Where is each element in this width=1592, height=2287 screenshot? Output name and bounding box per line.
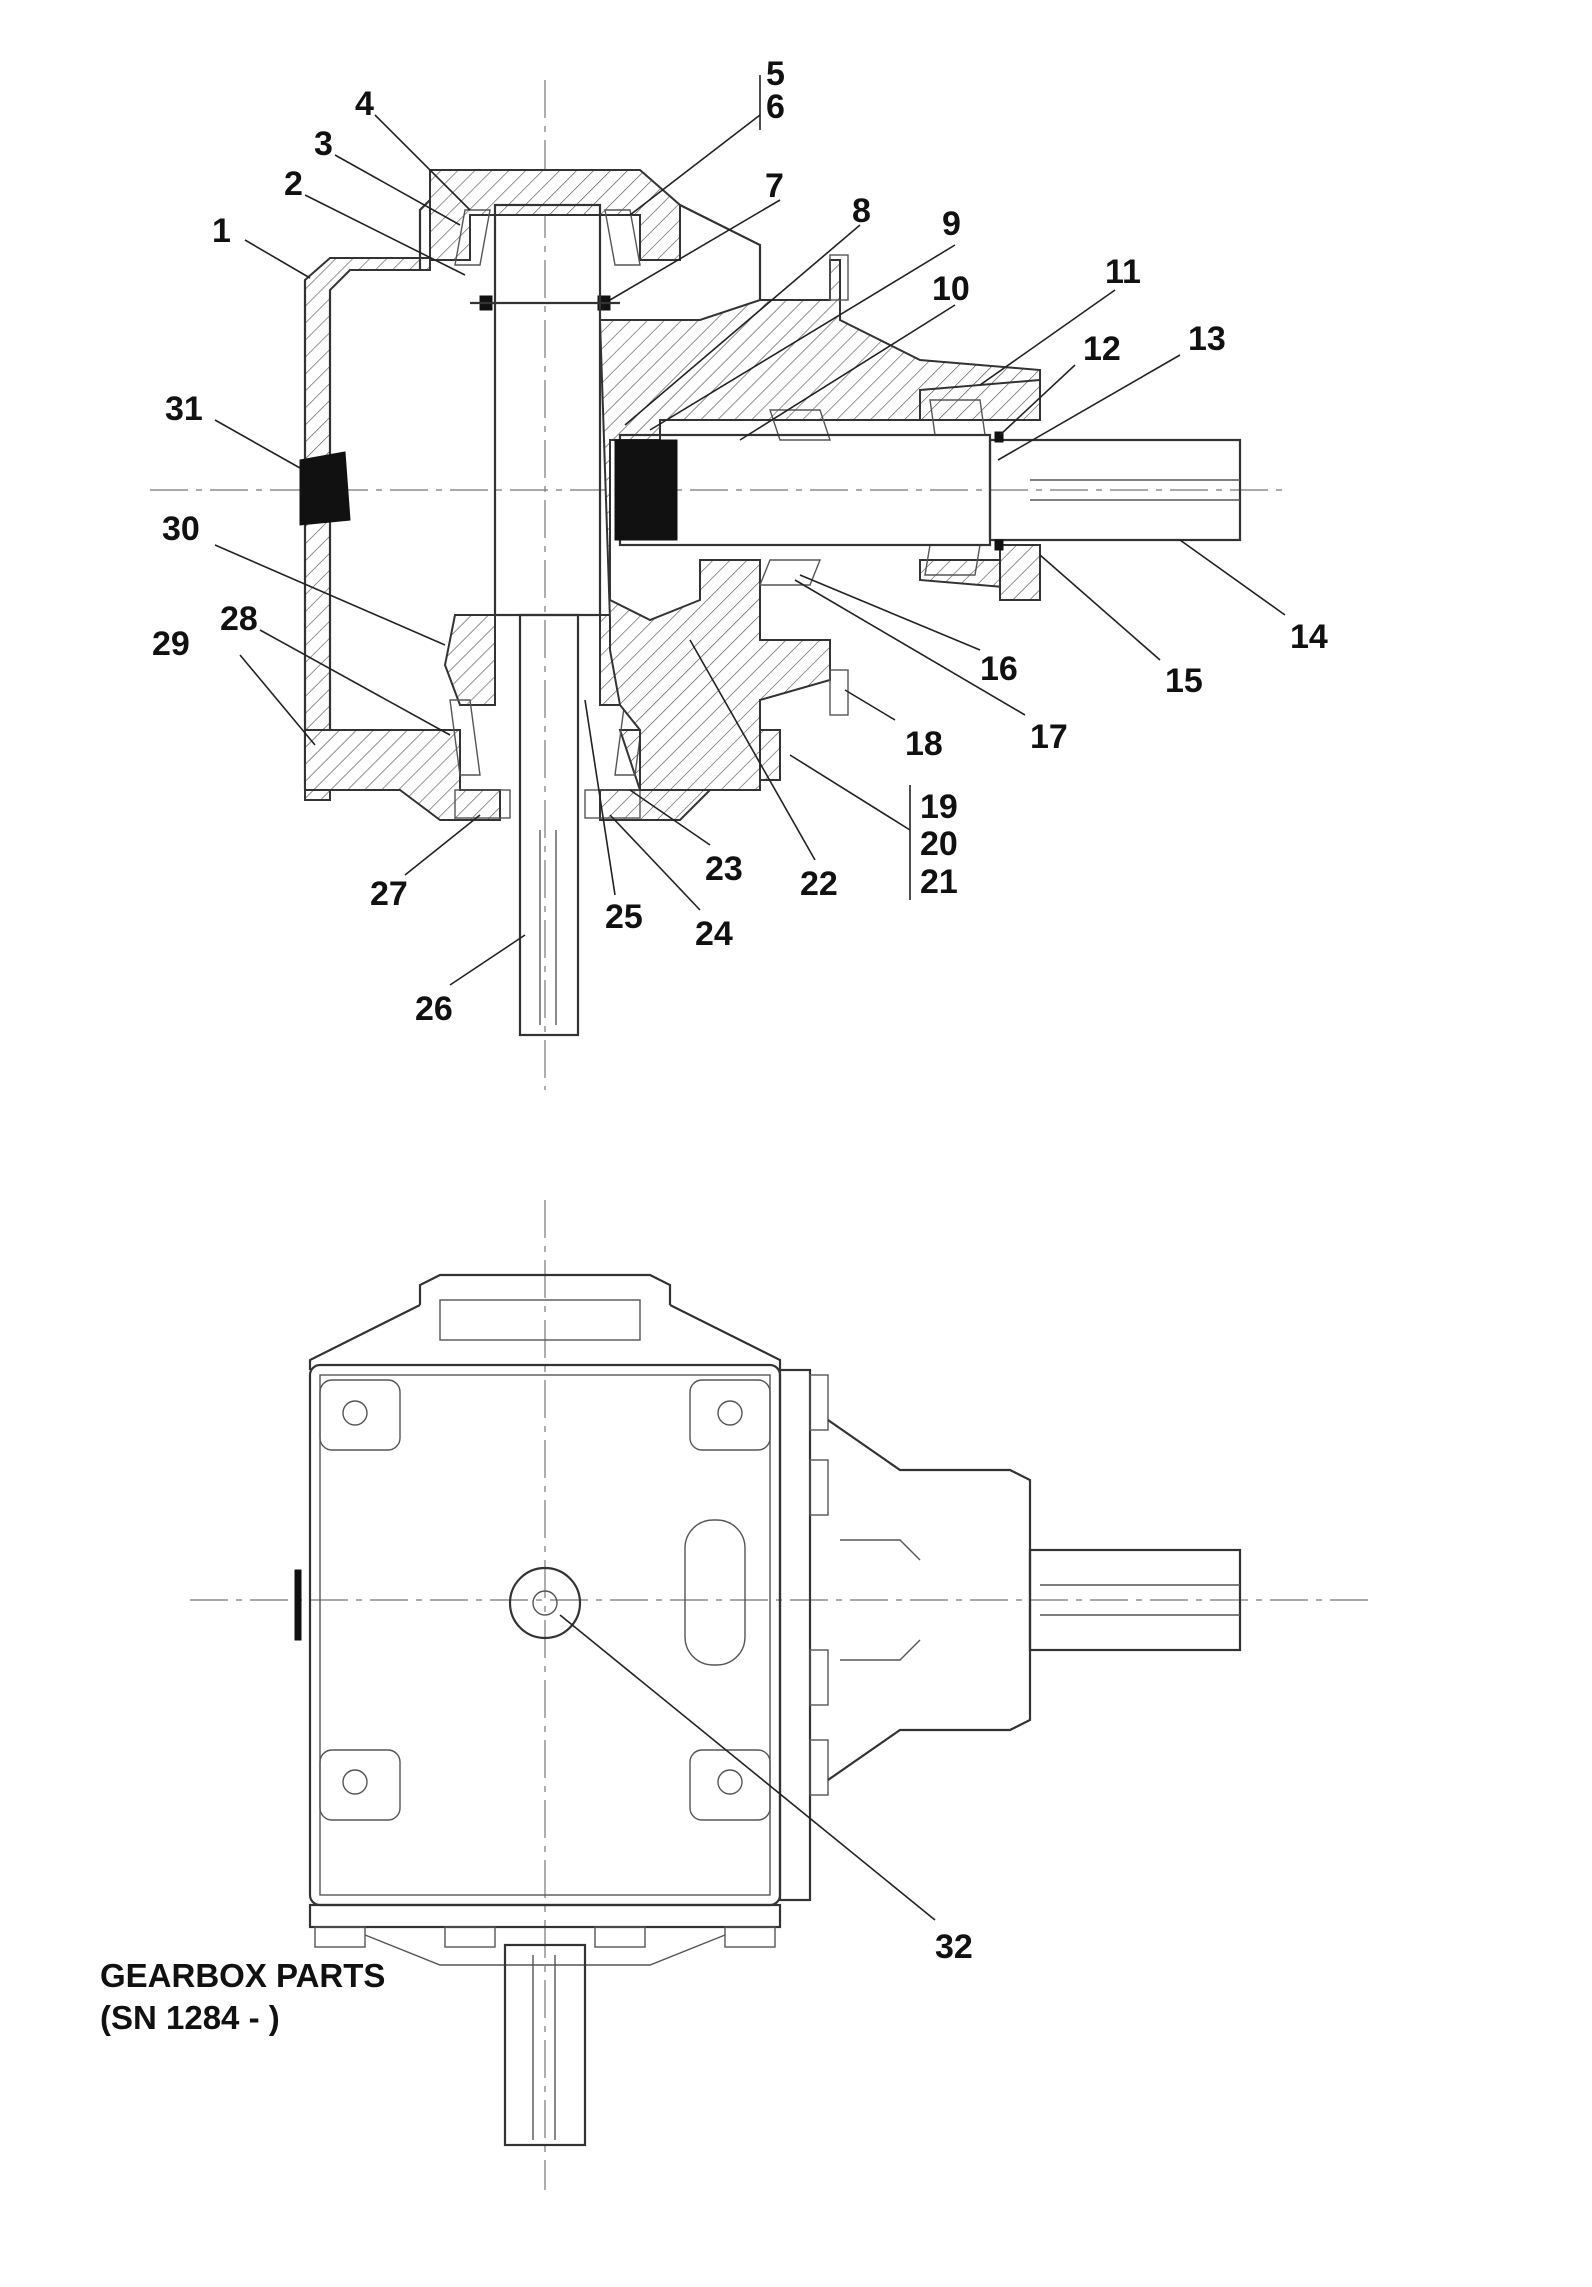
callout-14: 14 bbox=[1290, 618, 1328, 656]
callout-17: 17 bbox=[1030, 718, 1068, 756]
callout-31: 31 bbox=[165, 390, 203, 428]
callout-6: 6 bbox=[766, 88, 785, 126]
title-line-1: GEARBOX PARTS bbox=[100, 1957, 386, 1994]
exterior-view bbox=[190, 1200, 1370, 2190]
callout-1: 1 bbox=[212, 212, 231, 250]
housing bbox=[304, 257, 431, 801]
callout-18: 18 bbox=[905, 725, 943, 763]
callout-20: 20 bbox=[920, 825, 958, 863]
callout-10: 10 bbox=[932, 270, 970, 308]
output-shaft-exterior bbox=[503, 1943, 587, 2147]
title-line-2: (SN 1284 - ) bbox=[100, 1999, 280, 2036]
output-shaft bbox=[518, 613, 580, 1037]
callout-9: 9 bbox=[942, 205, 961, 243]
callout-11: 11 bbox=[1105, 253, 1141, 291]
bottom-cover bbox=[304, 729, 501, 821]
vertical-shaft bbox=[493, 203, 602, 617]
callout-12: 12 bbox=[1083, 330, 1121, 368]
callout-3: 3 bbox=[314, 125, 333, 163]
leader-lines bbox=[214, 75, 1286, 1921]
callout-29: 29 bbox=[152, 625, 190, 663]
callout-13: 13 bbox=[1188, 320, 1226, 358]
callout-23: 23 bbox=[705, 850, 743, 888]
callout-26: 26 bbox=[415, 990, 453, 1028]
top-cap bbox=[429, 169, 681, 261]
callout-25: 25 bbox=[605, 898, 643, 936]
plug-center bbox=[614, 439, 678, 541]
callout-28: 28 bbox=[220, 600, 258, 638]
section-view bbox=[150, 80, 1290, 1090]
callout-32: 32 bbox=[935, 1928, 973, 1966]
callout-27: 27 bbox=[370, 875, 408, 913]
plug-left bbox=[299, 451, 351, 526]
callout-4: 4 bbox=[355, 85, 374, 123]
callout-labels: 1 2 3 4 5 6 7 8 9 10 11 12 13 14 15 16 1… bbox=[152, 55, 1328, 1966]
callout-21: 21 bbox=[920, 863, 958, 901]
callout-30: 30 bbox=[162, 510, 200, 548]
callout-7: 7 bbox=[765, 167, 784, 205]
drain-plug bbox=[508, 1566, 582, 1640]
drawing-title: GEARBOX PARTS (SN 1284 - ) bbox=[100, 1955, 385, 2039]
callout-22: 22 bbox=[800, 865, 838, 903]
callout-15: 15 bbox=[1165, 662, 1203, 700]
callout-19: 19 bbox=[920, 788, 958, 826]
callout-2: 2 bbox=[284, 165, 303, 203]
callout-16: 16 bbox=[980, 650, 1018, 688]
callout-5: 5 bbox=[766, 55, 785, 93]
callout-8: 8 bbox=[852, 192, 871, 230]
callout-24: 24 bbox=[695, 915, 733, 953]
input-shaft-exterior bbox=[1028, 1548, 1242, 1652]
sight-window bbox=[684, 1519, 746, 1666]
